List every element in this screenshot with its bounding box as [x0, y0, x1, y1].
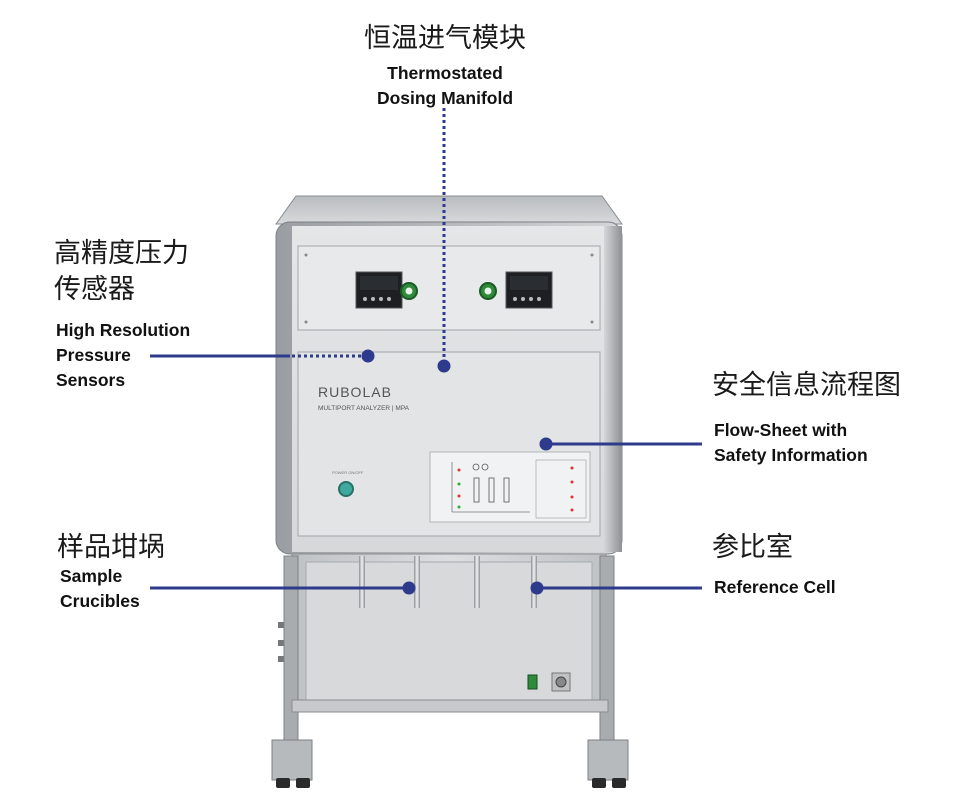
power-button: [338, 481, 354, 497]
crucibles-label-cn: 样品坩埚: [57, 532, 165, 563]
sample-crucible-rod-1: [359, 556, 365, 608]
flowsheet-label-en-line2: Safety Information: [714, 445, 868, 465]
sensors-label-en-line1: High Resolution: [56, 320, 191, 340]
callout-crucibles: [150, 581, 416, 595]
manifold-label-cn: 恒温进气模块: [364, 23, 526, 54]
flowsheet-label-en: Flow-Sheet with Safety Information: [714, 418, 868, 468]
flowsheet-label-en-line1: Flow-Sheet with: [714, 420, 848, 440]
crucibles-label-en: Sample Crucibles: [60, 564, 140, 614]
sensors-label-cn-line2: 传感器: [54, 274, 135, 305]
crucibles-label-en-line2: Crucibles: [60, 591, 140, 611]
reference-label-en: Reference Cell: [714, 575, 836, 600]
sample-crucible-rod-2: [414, 556, 420, 608]
crucibles-label-en-line1: Sample: [60, 566, 123, 586]
cabinet-top: [275, 195, 623, 225]
flow-sheet-plate: [429, 451, 591, 523]
reference-label-en-line1: Reference Cell: [714, 577, 836, 597]
sensors-label-en: High Resolution Pressure Sensors: [56, 318, 190, 393]
sample-crucible-rod-3: [474, 556, 480, 608]
main-switch: [527, 674, 538, 690]
manifold-label-en-line2: Dosing Manifold: [376, 88, 514, 108]
manifold-label-en: Thermostated Dosing Manifold: [330, 61, 560, 111]
sensors-label-cn: 高精度压力 传感器: [54, 236, 189, 308]
sensors-label-en-line3: Sensors: [56, 370, 126, 390]
callout-reference: [530, 581, 702, 595]
controller-panel: [297, 245, 601, 331]
reference-label-cn: 参比室: [712, 532, 793, 563]
callout-flowsheet: [539, 437, 702, 451]
brand-logo: RUBOLAB: [318, 384, 392, 400]
svg-text:POWER ON/OFF: POWER ON/OFF: [332, 470, 364, 475]
reference-cell-rod: [531, 556, 537, 608]
callout-sensors: [150, 349, 375, 363]
callout-manifold: [437, 108, 451, 373]
svg-text:MULTIPORT ANALYZER | MPA: MULTIPORT ANALYZER | MPA: [318, 405, 410, 412]
sensors-label-cn-line1: 高精度压力: [54, 238, 189, 269]
manifold-label-en-line1: Thermostated: [387, 63, 503, 83]
flowsheet-label-cn: 安全信息流程图: [712, 370, 901, 401]
sensors-label-en-line2: Pressure: [56, 345, 131, 365]
